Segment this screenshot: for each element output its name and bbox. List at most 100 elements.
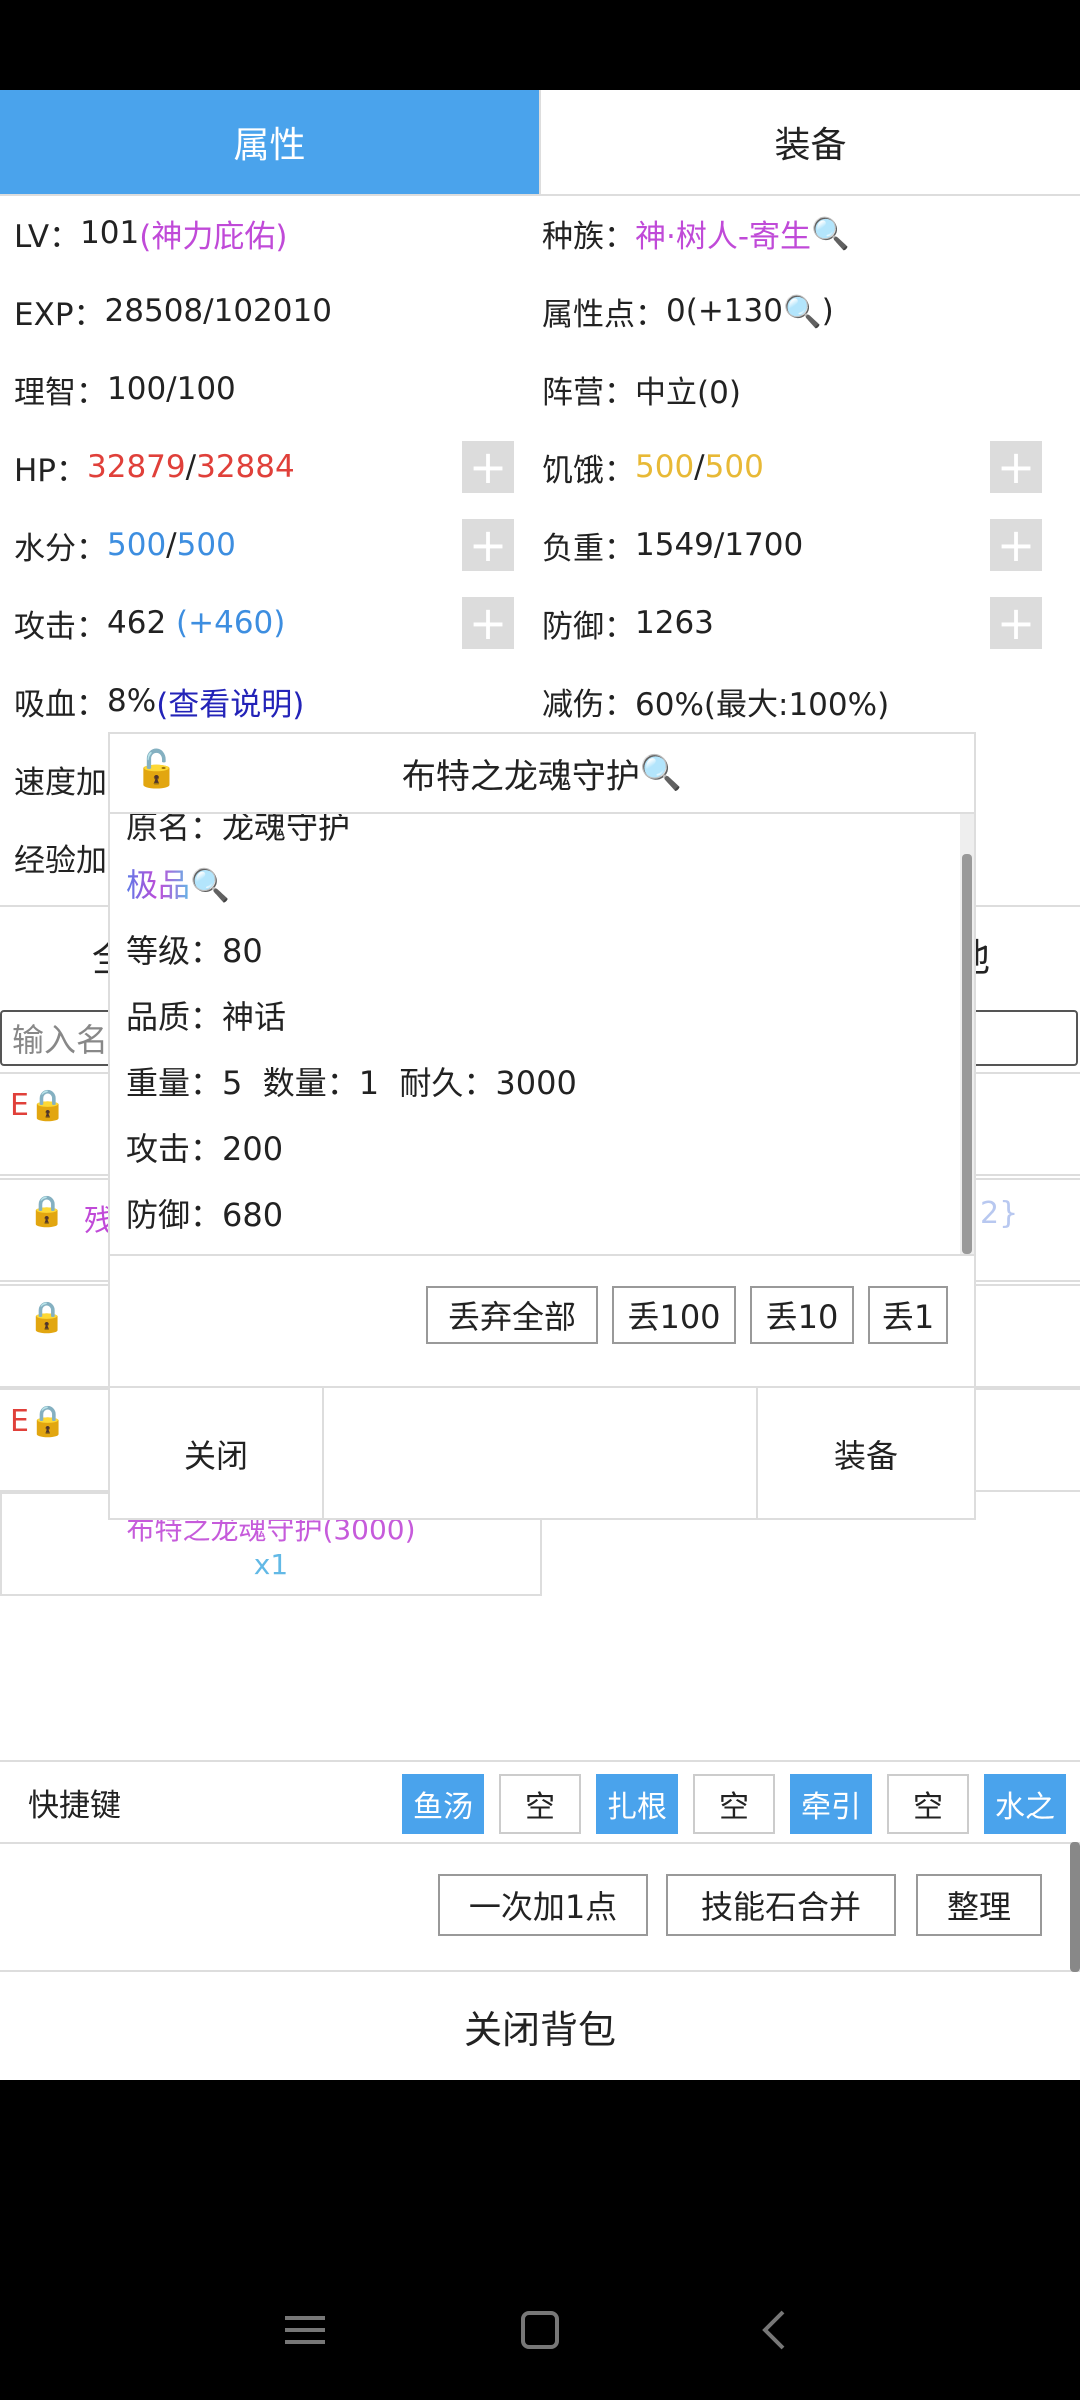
home-icon[interactable] [510, 2300, 570, 2360]
search-icon[interactable]: 🔍 [190, 866, 230, 904]
search-icon[interactable]: 🔍 [639, 753, 683, 793]
quickbar-label: 快捷键 [28, 1788, 121, 1824]
exp-bonus-stat: 经验加 [14, 818, 514, 896]
sanity-stat: 理智： 100/100 [14, 350, 514, 428]
hp-stat: HP： 32879 / 32884 [14, 428, 514, 506]
dialog-scrollbar[interactable] [960, 814, 974, 1254]
page-scrollbar[interactable] [1070, 1842, 1080, 1972]
water-label: 水分： [14, 530, 107, 567]
menu-icon[interactable] [275, 2300, 335, 2360]
lv-value: 101 [80, 215, 140, 251]
dialog-content[interactable]: 原名：龙魂守护 极品🔍 等级：80 品质：神话 重量：5 数量：1 耐久：300… [110, 814, 956, 1254]
scroll-thumb[interactable] [962, 854, 972, 1254]
quickslot-2[interactable]: 空 [499, 1774, 581, 1834]
hunger-plus-button[interactable]: + [990, 441, 1042, 493]
points-paren: ) [821, 293, 834, 329]
footer-spacer [324, 1388, 758, 1520]
stats-row: 吸血： 8% (查看说明) 减伤： 60%(最大:100%) [0, 662, 1080, 740]
sanity-value: 100/100 [107, 371, 236, 407]
drop-10-button[interactable]: 丢10 [750, 1286, 854, 1344]
water-plus-button[interactable]: + [462, 519, 514, 571]
hp-plus-button[interactable]: + [462, 441, 514, 493]
equip-button[interactable]: 装备 [833, 1437, 898, 1475]
dialog-title: 布特之龙魂守护 [401, 756, 640, 797]
camp-label: 阵营： [542, 374, 635, 411]
equipped-mark: E🔒 [10, 1404, 67, 1439]
dialog-footer: 关闭 装备 [110, 1386, 974, 1520]
lv-label: LV： [14, 218, 81, 255]
sort-button[interactable]: 整理 [916, 1874, 1042, 1936]
race-value: 神·树人-寄生 [635, 218, 812, 255]
stats-row: EXP： 28508/102010 属性点： 0(+130 🔍 ) [0, 272, 1080, 350]
race-label: 种族： [542, 218, 635, 255]
tab-attributes[interactable]: 属性 [0, 90, 539, 194]
quickslot-7[interactable]: 水之 [984, 1774, 1066, 1834]
stats-row: 理智： 100/100 阵营： 中立(0) [0, 350, 1080, 428]
hp-label: HP： [14, 452, 88, 489]
back-icon[interactable] [745, 2300, 805, 2360]
points-stat: 属性点： 0(+130 🔍 ) [542, 272, 1042, 350]
sanity-label: 理智： [14, 374, 107, 411]
camp-stat: 阵营： 中立(0) [542, 350, 1042, 428]
grade-line: 极品🔍 [126, 860, 230, 906]
water-stat: 水分： 500 / 500 [14, 506, 514, 584]
item-detail-dialog: 🔓 布特之龙魂守护 🔍 原名：龙魂守护 极品🔍 等级：80 品质：神话 重量：5… [108, 732, 976, 1520]
divine-blessing-link[interactable]: (神力庇佑) [139, 218, 288, 255]
hunger-current: 500 [635, 449, 695, 485]
attack-plus-button[interactable]: + [462, 597, 514, 649]
attack-label: 攻击： [14, 608, 107, 645]
quickslot-4[interactable]: 空 [693, 1774, 775, 1834]
lock-icon[interactable]: 🔒 [28, 1300, 66, 1335]
exp-bonus-label: 经验加 [14, 842, 107, 879]
app-screen: 属性 装备 LV： 101 (神力庇佑) 种族： 神·树人-寄生 🔍 EXP： … [0, 90, 1080, 2080]
water-sep: / [166, 527, 177, 563]
attack-value: 462 [107, 605, 177, 641]
attack-bonus: (+460) [176, 605, 286, 641]
camp-value: 中立(0) [635, 374, 741, 411]
unlock-icon[interactable]: 🔓 [134, 749, 179, 790]
drop-100-button[interactable]: 丢100 [612, 1286, 736, 1344]
drain-stat: 吸血： 8% (查看说明) [14, 662, 514, 740]
original-name: 原名：龙魂守护 [126, 814, 351, 846]
divider [110, 1254, 974, 1256]
hp-max: 32884 [196, 449, 295, 485]
hunger-stat: 饥饿： 500 / 500 [542, 428, 1042, 506]
close-button[interactable]: 关闭 [110, 1388, 324, 1520]
defense-plus-button[interactable]: + [990, 597, 1042, 649]
search-icon[interactable]: 🔍 [811, 215, 850, 252]
attack-stat: 攻击： 462 (+460) [14, 584, 514, 662]
weight-line: 重量：5 数量：1 耐久：3000 [126, 1064, 577, 1102]
grade-value: 极品 [126, 866, 191, 904]
search-icon[interactable]: 🔍 [782, 293, 822, 330]
exp-value: 28508/102010 [104, 293, 332, 329]
drop-all-button[interactable]: 丢弃全部 [426, 1286, 598, 1344]
lock-icon[interactable]: 🔒 [28, 1088, 67, 1123]
quickslot-3[interactable]: 扎根 [596, 1774, 678, 1834]
points-value: 0(+130 [666, 293, 783, 329]
view-explanation-link[interactable]: (查看说明) [156, 686, 305, 723]
stats-row: 速度加 [0, 740, 1080, 818]
tab-equipment[interactable]: 装备 [539, 90, 1080, 194]
defense-stat: 防御： 1263 [542, 584, 1042, 662]
drop-1-button[interactable]: 丢1 [868, 1286, 948, 1344]
quickslot-5[interactable]: 牵引 [790, 1774, 872, 1834]
quickslot-6[interactable]: 空 [887, 1774, 969, 1834]
load-plus-button[interactable]: + [990, 519, 1042, 571]
item-count: x1 [253, 1548, 289, 1581]
speed-stat: 速度加 [14, 740, 514, 818]
exp-label: EXP： [14, 296, 105, 333]
stats-row: 攻击： 462 (+460) + 防御： 1263 + [0, 584, 1080, 662]
lock-icon[interactable]: 🔒 [28, 1404, 67, 1439]
merge-skill-stone-button[interactable]: 技能石合并 [666, 1874, 896, 1936]
level-line: 等级：80 [126, 932, 263, 970]
load-stat: 负重： 1549/1700 [542, 506, 1042, 584]
attack-line: 攻击：200 [126, 1130, 284, 1168]
add-one-point-button[interactable]: 一次加1点 [438, 1874, 648, 1936]
speed-label: 速度加 [14, 764, 107, 801]
close-bag-button[interactable]: 关闭背包 [0, 1972, 1080, 2080]
reduce-stat: 减伤： 60%(最大:100%) [542, 662, 1042, 740]
quickslot-1[interactable]: 鱼汤 [402, 1774, 484, 1834]
dialog-header: 🔓 布特之龙魂守护 🔍 [110, 734, 974, 814]
tab-bar: 属性 装备 [0, 90, 1080, 196]
lock-icon[interactable]: 🔒 [28, 1194, 66, 1229]
